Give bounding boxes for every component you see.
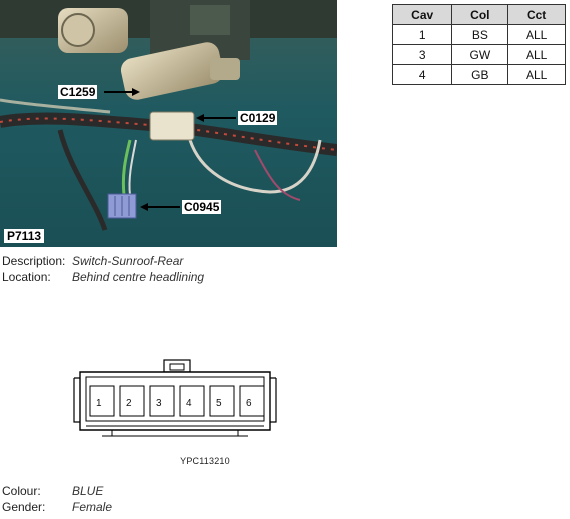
table-cell: ALL [507,44,566,65]
connector-part-code: YPC113210 [180,456,230,466]
connector-face-diagram: 1 2 3 4 5 6 [73,359,277,437]
pin-label: 5 [216,398,222,409]
table-cell: 1 [391,24,453,45]
table-cell: 3 [391,44,453,65]
table-row: 4 GB ALL [391,64,566,85]
column-header: Cav [391,4,453,25]
photo-id-label: P7113 [4,229,45,243]
table-cell: 4 [391,64,453,85]
colour-value: BLUE [72,484,104,498]
pin-label: 2 [126,398,132,409]
cavity-group [89,385,265,417]
table-cell: ALL [507,24,566,45]
callout-label: C0945 [182,200,222,214]
description-label: Description: [2,254,66,268]
cavity-table: Cav Col Cct 1 BS ALL 3 GW ALL 4 GB ALL [391,4,566,85]
table-row: 1 BS ALL [391,24,566,45]
gender-value: Female [72,500,113,514]
location-label: Location: [2,270,51,284]
table-row: 3 GW ALL [391,44,566,65]
table-cell: ALL [507,64,566,85]
pin-label: 1 [96,398,102,409]
location-value: Behind centre headlining [72,270,205,284]
column-header: Col [451,4,509,25]
pin-label: 6 [246,398,252,409]
column-header: Cct [507,4,566,25]
gender-label: Gender: [2,500,46,514]
colour-label: Colour: [2,484,41,498]
callout-label: C0129 [238,111,278,125]
location-photo: C1259 C0129 C0945 P7113 [0,0,337,247]
photo-illustration [0,0,337,247]
table-cell: BS [451,24,509,45]
pin-label: 4 [186,398,192,409]
table-cell: GW [451,44,509,65]
table-cell: GB [451,64,509,85]
description-value: Switch-Sunroof-Rear [72,254,184,268]
callout-label: C1259 [58,85,98,99]
table-header-row: Cav Col Cct [391,4,566,25]
pin-labels: 1 2 3 4 5 6 [96,398,252,409]
pin-label: 3 [156,398,162,409]
